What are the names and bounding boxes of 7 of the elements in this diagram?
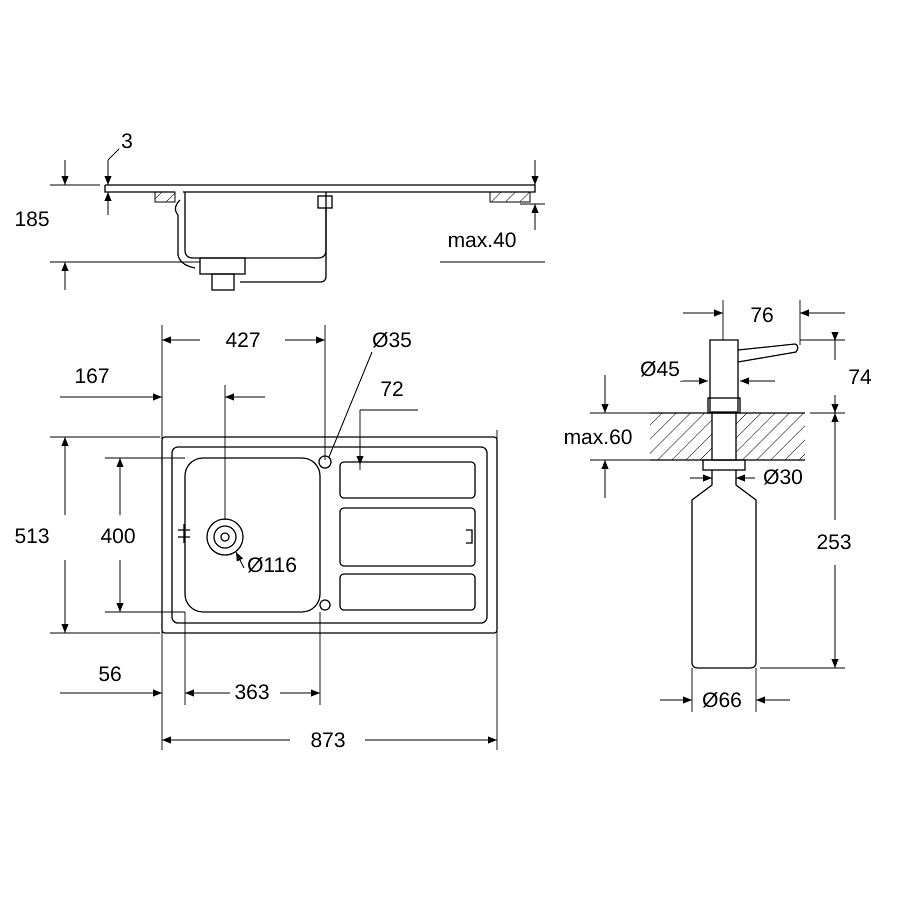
dimension-label: 3	[119, 131, 135, 153]
drain-strainer	[206, 518, 244, 556]
tap-hole	[318, 455, 332, 469]
leader-line	[236, 552, 244, 568]
dimension-label: Ø45	[638, 359, 682, 381]
diameter-label: Ø35	[370, 330, 414, 352]
leader-line	[328, 352, 372, 458]
